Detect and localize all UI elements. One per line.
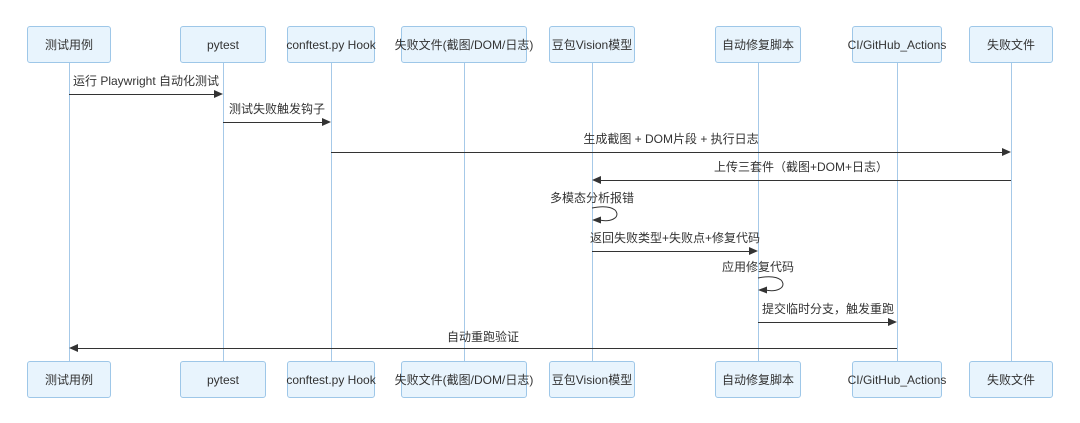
actor-bottom-test-case: 测试用例	[27, 361, 111, 398]
message-label: 返回失败类型+失败点+修复代码	[589, 231, 761, 245]
message-arrow	[331, 148, 1011, 157]
arrowhead-icon	[1002, 148, 1011, 156]
message-label: 上传三套件（截图+DOM+日志）	[713, 160, 889, 174]
arrowhead-icon	[69, 344, 78, 352]
actor-label: CI/GitHub_Actions	[847, 37, 947, 52]
lifeline-autofix-script	[758, 63, 759, 361]
actor-top-test-case: 测试用例	[27, 26, 111, 63]
lifeline-test-case	[69, 63, 70, 361]
message-arrow	[69, 344, 897, 353]
actor-bottom-conftest-hook: conftest.py Hook	[286, 361, 376, 398]
actor-top-doubao-vision: 豆包Vision模型	[549, 26, 635, 63]
actor-bottom-failure-artifacts: 失败文件(截图/DOM/日志)	[395, 361, 533, 398]
arrowhead-icon	[888, 318, 897, 326]
actor-label: 自动修复脚本	[721, 373, 794, 387]
lifeline-pytest	[223, 63, 224, 361]
actor-label: 测试用例	[44, 38, 93, 52]
message-label: 测试失败触发钩子	[228, 102, 326, 116]
actor-top-ci-github-actions: CI/GitHub_Actions	[848, 26, 946, 63]
actor-top-conftest-hook: conftest.py Hook	[286, 26, 376, 63]
actor-label: conftest.py Hook	[286, 37, 376, 52]
actor-label: pytest	[206, 37, 239, 52]
actor-label: pytest	[206, 372, 239, 387]
message-label: 多模态分析报错	[549, 191, 635, 205]
actor-bottom-failure-file: 失败文件	[969, 361, 1053, 398]
actor-bottom-pytest: pytest	[180, 361, 266, 398]
actor-bottom-autofix-script: 自动修复脚本	[715, 361, 801, 398]
self-loop-arrow	[591, 206, 618, 224]
lifeline-conftest-hook	[331, 63, 332, 361]
message-label: 自动重跑验证	[446, 330, 520, 344]
actor-label: 测试用例	[44, 373, 93, 387]
lifeline-failure-file	[1011, 63, 1012, 361]
lifeline-failure-artifacts	[464, 63, 465, 361]
self-loop-arrow	[757, 276, 784, 294]
arrowhead-icon	[749, 247, 758, 255]
actor-top-autofix-script: 自动修复脚本	[715, 26, 801, 63]
message-label: 应用修复代码	[721, 260, 795, 274]
actor-bottom-doubao-vision: 豆包Vision模型	[549, 361, 635, 398]
actor-label: 豆包Vision模型	[551, 38, 633, 52]
lifeline-ci-github-actions	[897, 63, 898, 361]
actor-top-failure-file: 失败文件	[969, 26, 1053, 63]
message-arrow	[592, 176, 1011, 185]
message-arrow	[592, 247, 758, 256]
actor-label: 失败文件(截图/DOM/日志)	[394, 373, 534, 387]
actor-label: CI/GitHub_Actions	[847, 372, 947, 387]
actor-label: 失败文件	[986, 38, 1035, 52]
actor-label: conftest.py Hook	[286, 372, 376, 387]
message-arrow	[758, 318, 897, 327]
actor-label: 自动修复脚本	[721, 38, 794, 52]
actor-label: 失败文件	[986, 373, 1035, 387]
message-label: 运行 Playwright 自动化测试	[72, 74, 220, 88]
message-arrow	[69, 90, 223, 99]
message-label: 提交临时分支，触发重跑	[761, 302, 895, 316]
arrowhead-icon	[214, 90, 223, 98]
actor-top-pytest: pytest	[180, 26, 266, 63]
actor-bottom-ci-github-actions: CI/GitHub_Actions	[848, 361, 946, 398]
lifeline-doubao-vision	[592, 63, 593, 361]
actor-top-failure-artifacts: 失败文件(截图/DOM/日志)	[395, 26, 533, 63]
message-arrow	[223, 118, 331, 127]
actor-label: 失败文件(截图/DOM/日志)	[394, 38, 534, 52]
actor-label: 豆包Vision模型	[551, 373, 633, 387]
arrowhead-icon	[322, 118, 331, 126]
message-label: 生成截图 + DOM片段 + 执行日志	[583, 132, 759, 146]
arrowhead-icon	[592, 176, 601, 184]
